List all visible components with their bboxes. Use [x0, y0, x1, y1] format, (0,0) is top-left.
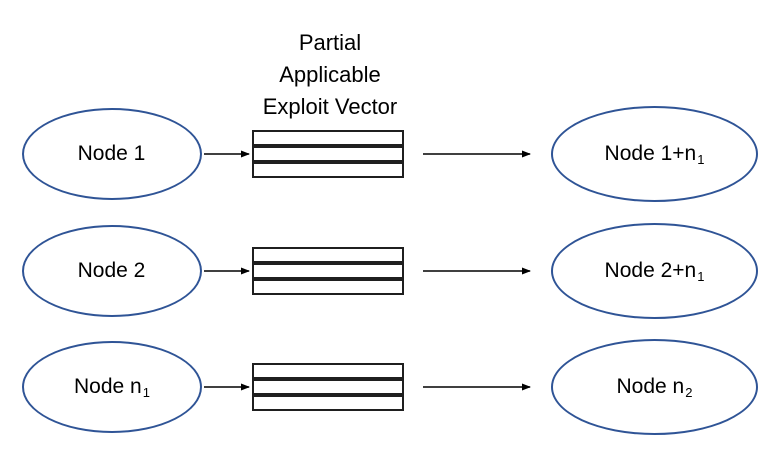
node-label-subscript: 1: [697, 151, 705, 167]
node-label: Node 1+n1: [604, 142, 705, 167]
exploit-vector-cell: [252, 263, 404, 279]
node-label-text: Node 2+n: [604, 259, 697, 282]
node-label-text: Node 1+n: [604, 142, 697, 165]
exploit-vector-cell: [252, 279, 404, 295]
node-label-text: Node 1: [77, 142, 146, 165]
exploit-vector-cell: [252, 247, 404, 263]
node-label-subscript: 1: [697, 268, 705, 284]
node-ellipse-left-1: Node 1: [22, 108, 202, 200]
exploit-vector-stack-3: [252, 363, 404, 411]
node-label-subscript: 2: [685, 384, 693, 400]
node-label: Node n1: [74, 375, 150, 400]
node-ellipse-right-3: Node n2: [551, 339, 758, 435]
exploit-vector-stack-1: [252, 130, 404, 178]
title-line-3: Exploit Vector: [262, 94, 398, 119]
title-line-2: Applicable: [279, 62, 381, 87]
node-label-text: Node n: [74, 375, 142, 398]
node-ellipse-right-1: Node 1+n1: [551, 106, 758, 202]
exploit-vector-cell: [252, 379, 404, 395]
node-label-text: Node 2: [77, 259, 146, 282]
diagram-title: Partial Applicable Exploit Vector: [226, 27, 434, 123]
title-line-1: Partial: [298, 30, 362, 55]
node-label: Node n2: [616, 375, 693, 400]
exploit-vector-cell: [252, 130, 404, 146]
node-ellipse-left-3: Node n1: [22, 341, 202, 433]
exploit-vector-cell: [252, 146, 404, 162]
node-label: Node 2: [78, 259, 147, 283]
node-label-text: Node n: [616, 375, 685, 398]
node-label: Node 2+n1: [604, 259, 705, 284]
exploit-vector-stack-2: [252, 247, 404, 295]
node-label: Node 1: [78, 142, 147, 166]
exploit-vector-cell: [252, 363, 404, 379]
node-label-subscript: 1: [142, 384, 150, 400]
exploit-vector-cell: [252, 162, 404, 178]
exploit-vector-cell: [252, 395, 404, 411]
node-ellipse-right-2: Node 2+n1: [551, 223, 758, 319]
node-ellipse-left-2: Node 2: [22, 225, 202, 317]
